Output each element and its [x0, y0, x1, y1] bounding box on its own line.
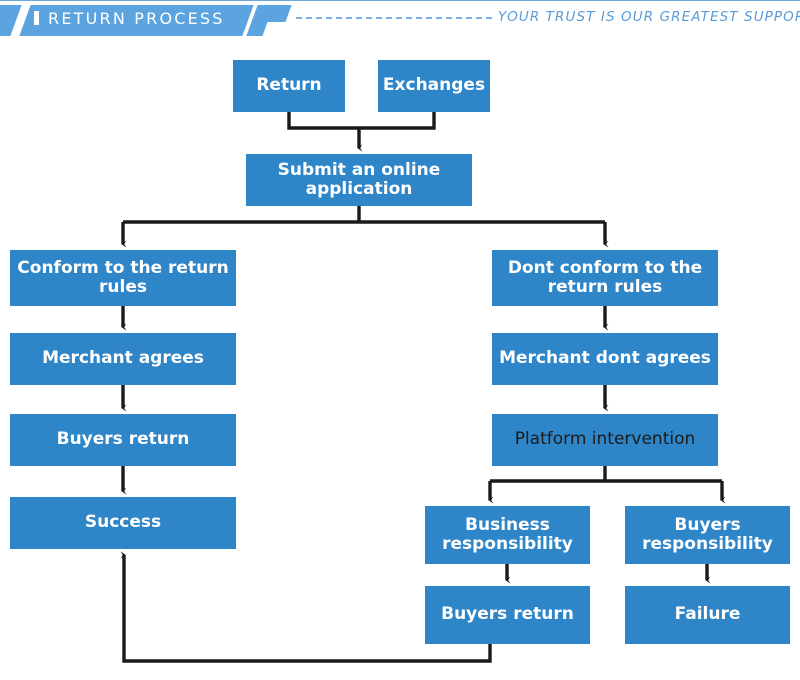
node-buyers-return-left[interactable]: Buyers return [10, 414, 236, 466]
page-header: RETURN PROCESS YOUR TRUST IS OUR GREATES… [0, 0, 800, 40]
header-tagline: YOUR TRUST IS OUR GREATEST SUPPORT [498, 9, 800, 25]
edge-exchanges-to-submit [359, 112, 436, 130]
node-merchant-dont-agrees[interactable]: Merchant dont agrees [492, 333, 718, 385]
node-merchant-agrees[interactable]: Merchant agrees [10, 333, 236, 385]
node-submit-online-application[interactable]: Submit an online application [246, 154, 472, 206]
node-platform-intervention[interactable]: Platform intervention [492, 414, 718, 466]
page-title: RETURN PROCESS [48, 9, 225, 28]
node-success[interactable]: Success [10, 497, 236, 549]
edge-return-to-submit [287, 112, 359, 130]
node-buyers-return-right[interactable]: Buyers return [425, 586, 590, 644]
header-top-rule [0, 0, 800, 1]
node-buyers-responsibility[interactable]: Buyers responsibility [625, 506, 790, 564]
edge-feedback-loop-to-success [120, 551, 492, 663]
node-failure[interactable]: Failure [625, 586, 790, 644]
node-dont-conform-to-return-rules[interactable]: Dont conform to the return rules [492, 250, 718, 306]
header-dashed-divider [296, 17, 492, 19]
node-exchanges[interactable]: Exchanges [378, 60, 490, 112]
node-business-responsibility[interactable]: Business responsibility [425, 506, 590, 564]
node-conform-to-return-rules[interactable]: Conform to the return rules [10, 250, 236, 306]
title-bullet-icon [34, 11, 39, 25]
node-return[interactable]: Return [233, 60, 345, 112]
